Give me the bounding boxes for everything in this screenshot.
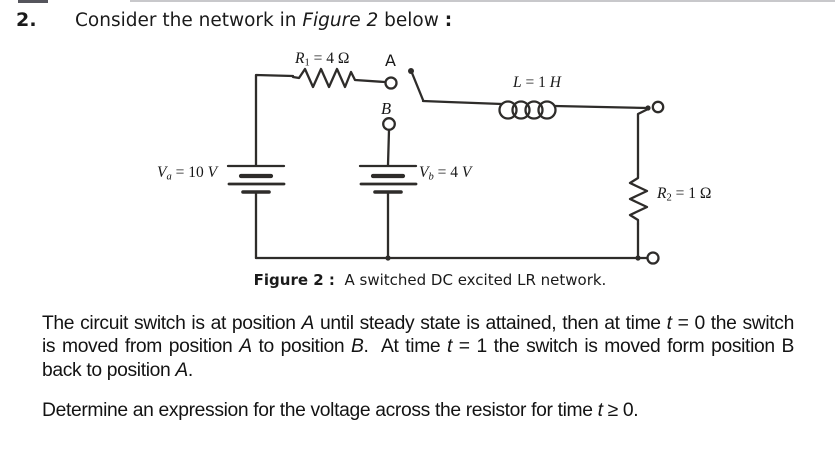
label-source-va: Va = 10 V [157,164,218,183]
label-source-vb: Vb = 4 V [419,164,472,183]
label-resistor-r2: R2 = 1 Ω [657,185,712,204]
switch-terminal-b [382,117,396,131]
label-switch-position-a: A [385,51,396,70]
problem-prompt: Consider the network in Figure 2 below : [75,10,453,31]
resistor-r2-symbol [628,172,649,226]
inductor-loop [537,100,557,120]
inductor-loop [498,100,518,120]
wire-to-inductor [421,99,504,106]
wire-top-left [254,73,295,167]
problem-paragraph: The circuit switch is at position A unti… [42,313,800,381]
inductor-loop [511,100,531,120]
figure-caption: Figure 2 : A switched DC excited LR netw… [253,271,607,289]
scan-artifact [18,0,48,3]
inductor-loop [524,100,544,120]
wire-right-vertical [636,107,650,176]
scan-artifact [130,0,835,2]
switch-terminal-a [384,76,398,90]
label-inductor: L = 1 H [513,74,561,91]
resistor-r1-symbol [291,67,387,89]
terminal-top-right [651,100,665,114]
switch-lever [410,71,425,102]
wire-right-bottom [636,222,649,260]
wire-b-to-battery [386,128,391,167]
wire-inductor-to-terminal [553,104,650,110]
label-resistor-r1: R1 = 4 Ω [295,50,350,69]
terminal-bottom-right [646,251,660,265]
problem-number: 2. [16,9,37,31]
label-switch-position-b: B [381,99,392,118]
question-paragraph: Determine an expression for the voltage … [42,400,639,421]
junction-dot-vb-bottom [385,255,391,261]
